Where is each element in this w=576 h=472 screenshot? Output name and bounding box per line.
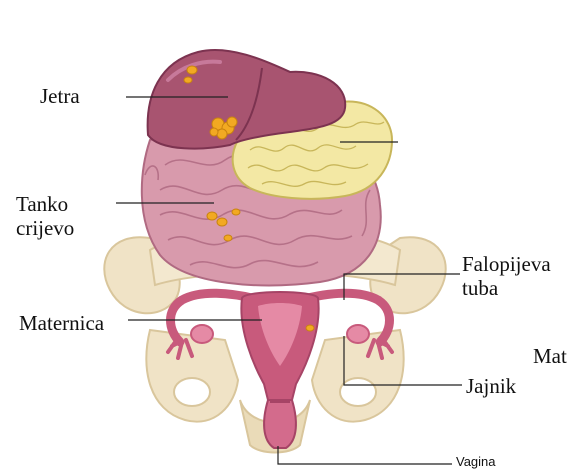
label-fallopian-line1: Falopijeva	[462, 252, 551, 276]
vagina-canal	[264, 400, 296, 448]
lesion-liver-2	[184, 77, 192, 83]
label-fallopian-tube: Falopijeva tuba	[462, 252, 551, 300]
label-uterus: Maternica	[19, 311, 104, 335]
pelvis-lower-left	[146, 330, 238, 422]
pelvis-right-hole	[340, 378, 376, 406]
lesion-intestine-4	[224, 235, 232, 241]
leader-vagina	[278, 446, 452, 464]
label-cut-off: Mat	[533, 344, 567, 368]
label-fallopian-line2: tuba	[462, 276, 551, 300]
label-small-intestine: Tanko crijevo	[16, 192, 74, 240]
lesion-intestine-3	[232, 209, 240, 215]
lesion-intestine-2	[217, 218, 227, 226]
ovary-right	[347, 325, 369, 343]
label-small-intestine-line2: crijevo	[16, 216, 74, 240]
label-liver: Jetra	[40, 84, 80, 108]
label-vagina: Vagina	[456, 455, 496, 470]
label-small-intestine-line1: Tanko	[16, 192, 74, 216]
lesion-intestine-1	[207, 212, 217, 220]
pelvis-left-hole	[174, 378, 210, 406]
lesion-uterus	[306, 325, 314, 331]
label-ovary: Jajnik	[466, 374, 516, 398]
lesion-liver-1	[187, 66, 197, 74]
ovary-left	[191, 325, 213, 343]
